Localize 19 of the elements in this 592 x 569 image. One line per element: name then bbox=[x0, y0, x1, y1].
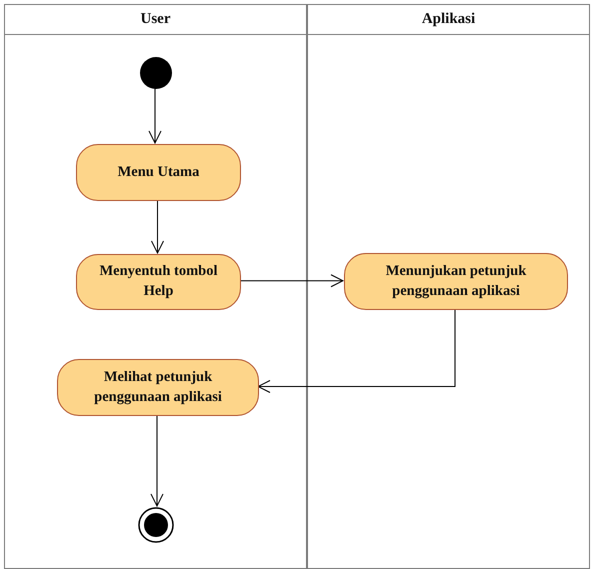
action-label: Menunjukan petunjuk penggunaan aplikasi bbox=[384, 262, 528, 300]
action-label: Melihat petunjuk penggunaan aplikasi bbox=[93, 368, 223, 406]
action-label: Menu Utama bbox=[118, 162, 200, 182]
action-box bbox=[76, 144, 241, 201]
swimlane bbox=[4, 4, 307, 569]
swimlane bbox=[307, 4, 590, 569]
lane-header: Aplikasi bbox=[308, 5, 589, 35]
arrow bbox=[258, 308, 456, 393]
initial-node bbox=[140, 57, 172, 89]
arrow bbox=[240, 274, 344, 288]
action-label: Menyentuh tombol Help bbox=[98, 262, 219, 301]
arrow bbox=[150, 414, 164, 506]
action-box bbox=[344, 253, 568, 310]
lane-header: User bbox=[5, 5, 306, 35]
action-box bbox=[57, 359, 259, 416]
arrow bbox=[151, 200, 164, 254]
arrow bbox=[148, 88, 162, 144]
action-box bbox=[76, 254, 241, 310]
final-node bbox=[138, 507, 174, 543]
